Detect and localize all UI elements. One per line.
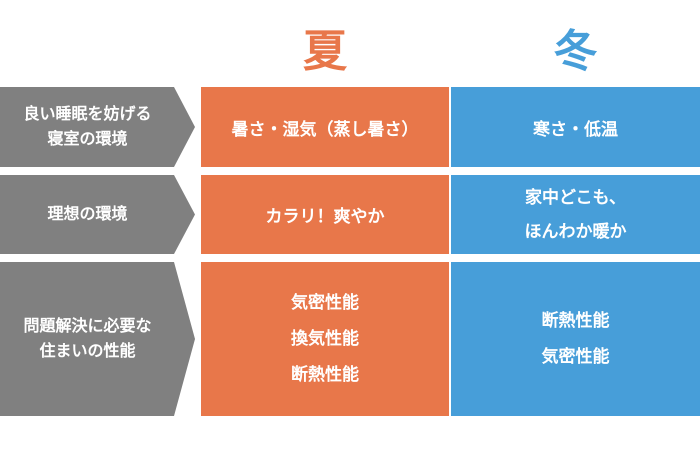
column-header-winter: 冬 [553,26,598,77]
cell-text: カラリ！爽やか [265,207,385,227]
cell-text: 寒さ・低温 [533,119,618,140]
winter-cell-ideal-environment: 家中どこも、 ほんわか暖か [451,175,700,254]
column-header-summer: 夏 [303,26,347,77]
summer-cell-ideal-environment: カラリ！爽やか [201,175,449,254]
cell-text: 断熱性能 [291,365,359,385]
row-label-bad-environment: 良い睡眠を妨げる 寝室の環境 [0,87,195,167]
winter-cell-bad-environment: 寒さ・低温 [451,87,700,167]
summer-cell-required-performance: 気密性能 換気性能 断熱性能 [201,262,449,416]
row-label-line: 住まいの性能 [39,341,136,360]
cell-text: 気密性能 [541,347,610,367]
cell-text: 断熱性能 [541,311,610,331]
cell-text: 暑さ・湿気（蒸し暑さ） [231,119,419,140]
row-label-line: 理想の環境 [47,204,128,224]
row-label-line: 良い睡眠を妨げる [23,104,152,124]
row-label-required-performance: 問題解決に必要な 住まいの性能 [0,262,195,416]
winter-cell-required-performance: 断熱性能 気密性能 [451,262,700,416]
cell-text: 気密性能 [291,293,359,313]
row-label-line: 問題解決に必要な [23,316,152,336]
summer-cell-bad-environment: 暑さ・湿気（蒸し暑さ） [201,87,449,167]
cell-text: ほんわか暖か [524,221,627,242]
cell-text: 家中どこも、 [525,187,626,208]
row-label-line: 寝室の環境 [47,129,128,148]
row-label-ideal-environment: 理想の環境 [0,175,195,254]
cell-text: 換気性能 [291,329,359,349]
